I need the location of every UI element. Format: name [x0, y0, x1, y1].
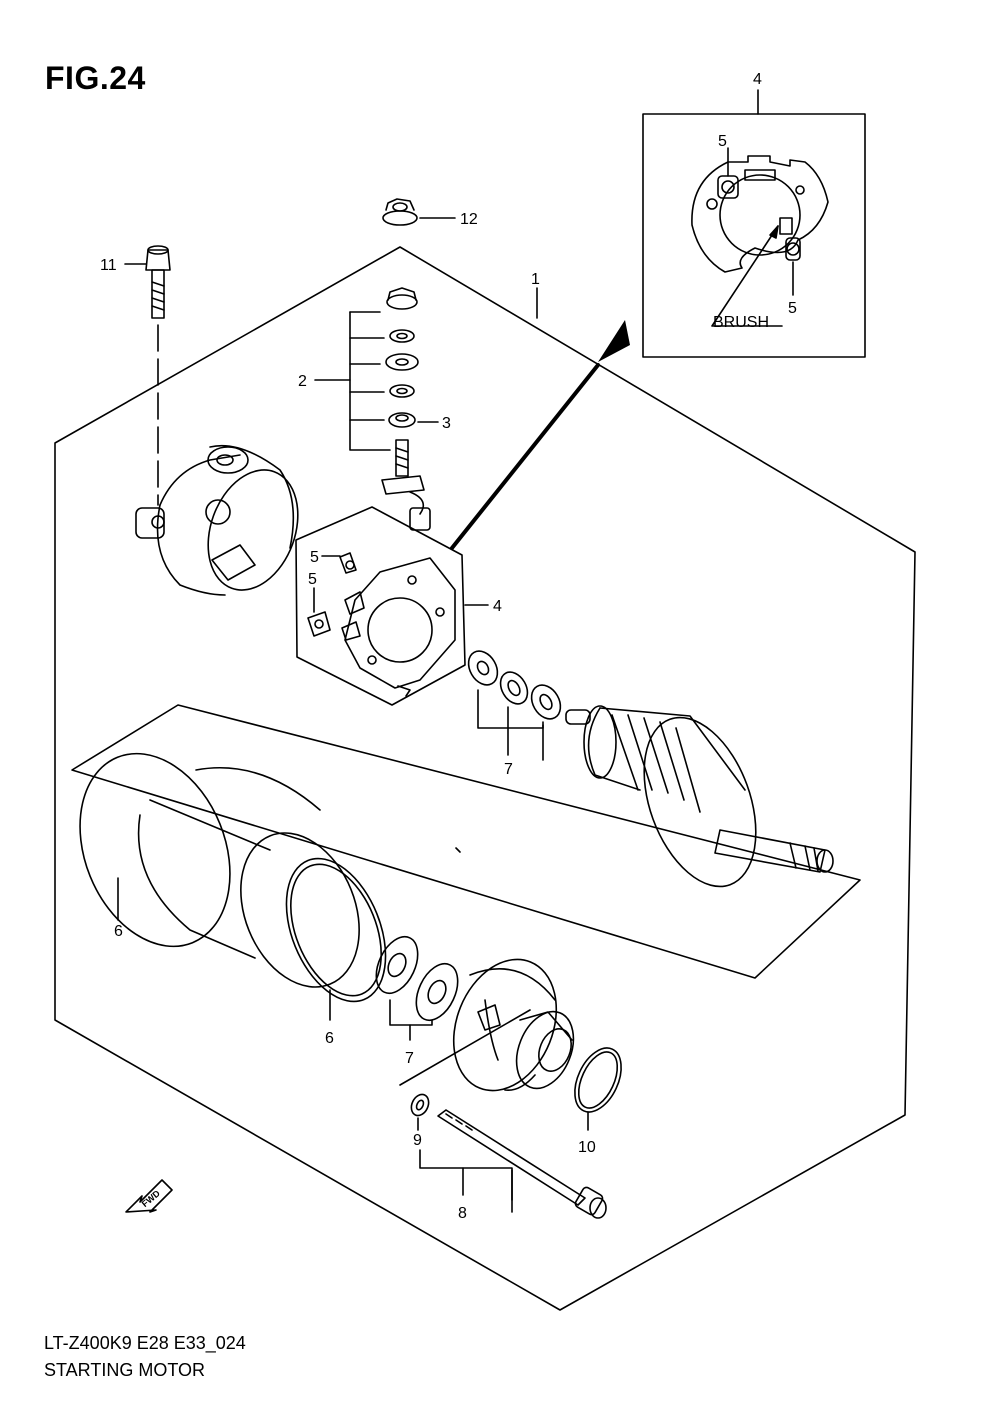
inset-pointer — [598, 320, 630, 362]
callout-6-right: 6 — [325, 1030, 334, 1047]
brush-holder-4: 5 5 4 — [295, 506, 502, 706]
assembly-boundary — [54, 246, 916, 1311]
callout-6-left: 6 — [114, 923, 123, 940]
callout-7-lower: 7 — [405, 1050, 414, 1067]
callout-4-main: 4 — [493, 598, 502, 615]
washers-7-lower: 7 — [375, 935, 459, 1067]
callout-1: 1 — [531, 271, 540, 288]
callout-8: 8 — [458, 1205, 467, 1222]
cover-dash — [455, 847, 461, 853]
callout-12: 12 — [460, 211, 478, 228]
o-ring-10: 10 — [574, 1047, 622, 1156]
callout-5-main-top: 5 — [310, 549, 319, 566]
brush-label: BRUSH — [713, 314, 769, 331]
yoke-housing: 6 6 — [79, 752, 387, 1047]
armature — [71, 704, 861, 979]
callout-7-upper: 7 — [504, 761, 513, 778]
callout-2: 2 — [298, 373, 307, 390]
fwd-label: FWD — [140, 1188, 163, 1209]
rear-end-cap — [135, 444, 299, 596]
callout-5-inset-bottom: 5 — [788, 300, 797, 317]
through-bolt-8: 9 8 — [399, 1009, 607, 1222]
callout-11: 11 — [100, 257, 117, 274]
washers-7-upper: 7 — [467, 650, 562, 778]
terminal-stack-2: 2 3 — [298, 287, 451, 531]
callout-5-main-bottom: 5 — [308, 571, 317, 588]
brush-plate-inset: 4 5 5 BRUSH — [642, 71, 866, 358]
callout-3: 3 — [442, 415, 451, 432]
callout-4-inset: 4 — [753, 71, 762, 88]
bolt-11: 11 — [100, 245, 171, 506]
figure-title: FIG.24 — [45, 60, 146, 96]
fwd-arrow-icon: FWD — [125, 1179, 173, 1213]
nut-12: 12 — [382, 198, 478, 228]
callout-5-inset-top: 5 — [718, 133, 727, 150]
figure-caption: STARTING MOTOR — [44, 1360, 206, 1380]
callout-10: 10 — [578, 1139, 596, 1156]
model-code: LT-Z400K9 E28 E33_024 — [44, 1333, 246, 1353]
front-housing — [452, 958, 575, 1092]
callout-9: 9 — [413, 1132, 422, 1149]
